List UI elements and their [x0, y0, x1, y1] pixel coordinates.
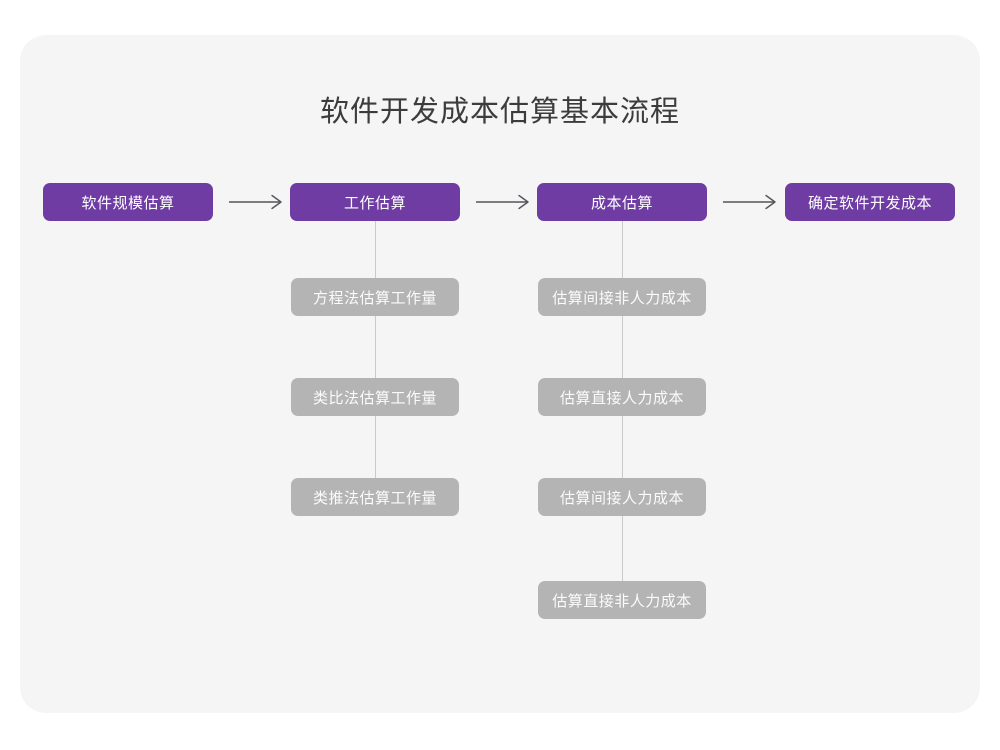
stage-node-2-label: 工作估算 — [343, 194, 406, 212]
flow-arrow-2 — [475, 191, 533, 213]
substep-node-3-4[interactable]: 估算直接非人力成本 — [538, 581, 706, 619]
connector-line-stage2 — [375, 221, 376, 499]
substep-node-3-1-label: 估算间接非人力成本 — [552, 289, 692, 307]
page-title: 软件开发成本估算基本流程 — [319, 96, 680, 128]
substep-node-2-2[interactable]: 类比法估算工作量 — [291, 378, 459, 416]
substep-node-3-3-label: 估算间接人力成本 — [559, 489, 684, 507]
substep-node-3-4-label: 估算直接非人力成本 — [552, 592, 692, 610]
stage-node-1-label: 软件规模估算 — [81, 194, 175, 212]
canvas-panel — [20, 35, 980, 713]
stage-node-4-label: 确定软件开发成本 — [807, 194, 932, 212]
substep-node-2-3[interactable]: 类推法估算工作量 — [291, 478, 459, 516]
stage-node-3-label: 成本估算 — [590, 194, 653, 212]
substep-node-3-3[interactable]: 估算间接人力成本 — [538, 478, 706, 516]
substep-node-3-2[interactable]: 估算直接人力成本 — [538, 378, 706, 416]
flow-arrow-1 — [228, 191, 286, 213]
substep-node-2-1-label: 方程法估算工作量 — [312, 289, 437, 307]
substep-node-2-2-label: 类比法估算工作量 — [312, 389, 437, 407]
stage-node-3[interactable]: 成本估算 — [537, 183, 707, 221]
stage-node-4[interactable]: 确定软件开发成本 — [785, 183, 955, 221]
substep-node-2-3-label: 类推法估算工作量 — [312, 489, 437, 507]
stage-node-2[interactable]: 工作估算 — [290, 183, 460, 221]
stage-node-1[interactable]: 软件规模估算 — [43, 183, 213, 221]
substep-node-3-2-label: 估算直接人力成本 — [559, 389, 684, 407]
substep-node-2-1[interactable]: 方程法估算工作量 — [291, 278, 459, 316]
substep-node-3-1[interactable]: 估算间接非人力成本 — [538, 278, 706, 316]
flow-arrow-3 — [722, 191, 780, 213]
